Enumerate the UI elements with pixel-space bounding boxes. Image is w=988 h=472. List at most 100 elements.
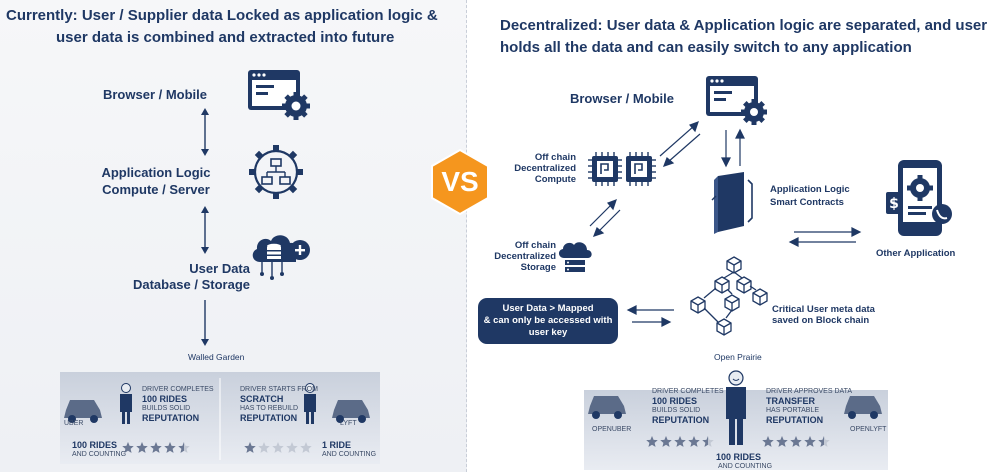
right-app-logic-line2: Smart Contracts <box>770 197 844 208</box>
right-driver-text-1: DRIVER STARTS FROM <box>240 386 318 393</box>
offchain-compute-line2: Decentralized <box>514 163 576 174</box>
left-app-logic-line2: Compute / Server <box>102 182 210 197</box>
right-left-driver-text-2: 100 RIDES <box>652 396 698 406</box>
star-filled <box>122 442 134 453</box>
left-arrow-down-walled-garden <box>201 300 209 346</box>
left-car-icon <box>64 400 102 423</box>
user-data-pill-line1: User Data > Mapped <box>502 303 594 314</box>
left-rides-sub: AND COUNTING <box>72 451 127 458</box>
star-filled <box>776 436 788 447</box>
star-filled <box>762 436 774 447</box>
star-filled <box>688 436 700 447</box>
server-network-gear-icon <box>249 145 303 199</box>
right-rating-stars <box>244 442 314 454</box>
right-right-rating-stars <box>762 436 832 448</box>
center-rides-sub: AND COUNTING <box>718 463 773 470</box>
right-driver-text-4: REPUTATION <box>240 413 298 423</box>
offchain-compute-line1: Off chain <box>534 152 576 163</box>
offchain-storage-line3: Storage <box>520 262 556 273</box>
critical-metadata-line1: Critical User meta data <box>772 304 875 315</box>
left-strip-art <box>64 378 370 460</box>
star-empty <box>286 442 298 453</box>
right-browser-label: Browser / Mobile <box>569 91 675 106</box>
star-filled <box>660 436 672 447</box>
blockchain-cubes-icon <box>690 256 768 336</box>
right-right-driver-text-1: DRIVER APPROVES DATA <box>766 388 853 395</box>
right-rides-sub: AND COUNTING <box>322 451 377 458</box>
right-left-driver-text-3: BUILDS SOLID <box>652 407 701 414</box>
star-filled <box>150 442 162 453</box>
left-driver-text-4: REPUTATION <box>142 413 200 423</box>
smart-contract-book-icon <box>711 172 753 234</box>
left-arrows-browser-app <box>201 108 209 156</box>
star-filled <box>136 442 148 453</box>
cloud-server-storage-icon <box>558 242 592 272</box>
star-empty <box>272 442 284 453</box>
star-filled <box>790 436 802 447</box>
star-filled <box>178 442 184 453</box>
left-rides-count: 100 RIDES <box>72 440 118 450</box>
cpu-chips-icon <box>588 152 656 186</box>
right-left-rating-stars <box>646 436 716 448</box>
offchain-storage-line2: Decentralized <box>494 251 556 262</box>
right-left-driver-text-1: DRIVER COMPLETES <box>652 388 724 395</box>
star-empty <box>258 442 270 453</box>
right-car-icon <box>332 400 370 423</box>
openuber-car-icon <box>588 396 626 419</box>
openlyft-label: OPENLYFT <box>850 426 887 433</box>
star-filled <box>244 442 256 453</box>
right-driver-text-2: SCRATCH <box>240 394 284 404</box>
left-app-logic-line1: Application Logic <box>101 165 211 180</box>
center-rides-count: 100 RIDES <box>716 452 762 462</box>
right-right-driver-text-4: REPUTATION <box>766 415 824 425</box>
right-title-line2: holds all the data and can easily switch… <box>500 39 912 56</box>
star-filled <box>818 436 824 447</box>
vs-hexagon-badge <box>431 148 489 216</box>
left-title-line1: Currently: User / Supplier data Locked a… <box>6 7 438 24</box>
offchain-storage-line1: Off chain <box>514 240 556 251</box>
walled-garden-label: Walled Garden <box>188 352 245 362</box>
right-rides-count: 1 RIDE <box>322 440 352 450</box>
other-application-phone-icon: $ <box>886 160 952 236</box>
left-browser-label: Browser / Mobile <box>102 87 208 102</box>
left-driver-text-1: DRIVER COMPLETES <box>142 386 214 393</box>
left-driver-text-2: 100 RIDES <box>142 394 188 404</box>
open-prairie-label: Open Prairie <box>714 352 762 362</box>
user-data-mapped-box: User Data > Mapped & can only be accesse… <box>478 298 618 344</box>
right-strip-art <box>588 370 882 445</box>
left-arrows-app-database <box>201 206 209 254</box>
panel-divider <box>466 0 468 472</box>
openuber-label: OPENUBER <box>592 426 632 433</box>
left-title-line2: user data is combined and extracted into… <box>56 29 395 46</box>
right-right-driver-text-3: HAS PORTABLE <box>766 407 820 414</box>
right-app-logic-line1: Application Logic <box>770 184 850 195</box>
critical-metadata-line2: saved on Block chain <box>772 315 870 326</box>
star-filled <box>804 436 816 447</box>
star-filled <box>702 436 708 447</box>
left-car-label: UBER <box>64 420 84 427</box>
right-driver-icon <box>304 383 316 424</box>
right-browser-window-gear-icon <box>706 76 767 125</box>
right-left-driver-text-4: REPUTATION <box>652 415 710 425</box>
user-data-pill-line2: & can only be accessed with <box>483 315 613 326</box>
star-filled <box>164 442 176 453</box>
svg-text:$: $ <box>889 196 899 212</box>
left-driver-icon <box>120 383 132 424</box>
right-title-line1: Decentralized: User data & Application l… <box>500 17 988 34</box>
cloud-database-plus-icon <box>252 235 310 280</box>
star-empty <box>300 442 312 453</box>
browser-window-gear-icon <box>248 70 310 120</box>
center-driver-icon <box>726 370 746 445</box>
left-rating-stars <box>122 442 192 454</box>
left-user-data-line1: User Data <box>189 261 250 276</box>
offchain-compute-line3: Compute <box>534 174 576 185</box>
left-driver-text-3: BUILDS SOLID <box>142 405 191 412</box>
right-car-label: LYFT <box>340 420 357 427</box>
other-application-label: Other Application <box>876 248 956 259</box>
right-right-driver-text-2: TRANSFER <box>766 396 815 406</box>
star-filled <box>674 436 686 447</box>
user-data-pill-line3: user key <box>528 327 568 338</box>
star-filled <box>646 436 658 447</box>
